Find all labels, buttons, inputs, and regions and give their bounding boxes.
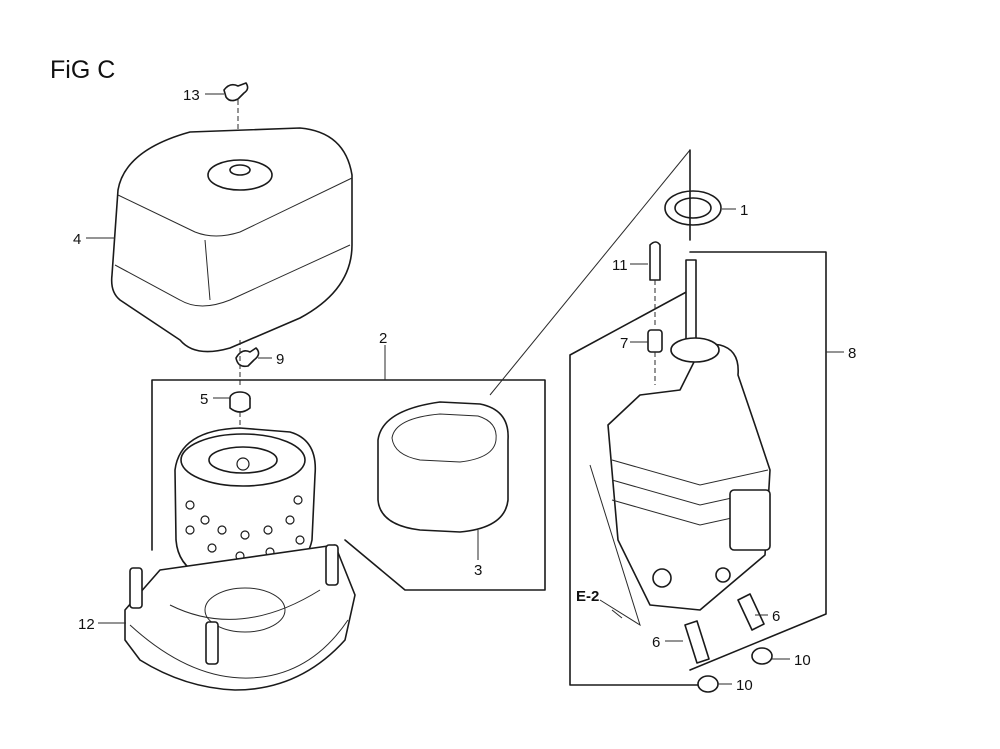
callout-10a: 10 (794, 652, 811, 669)
callout-2: 2 (379, 330, 387, 347)
callout-11: 11 (612, 257, 628, 274)
callout-10b: 10 (736, 677, 753, 694)
reference-e2: E-2 (576, 588, 599, 605)
nut-7 (647, 329, 663, 385)
stud-bolt-11 (649, 241, 661, 325)
callout-4: 4 (73, 231, 81, 248)
callout-6a: 6 (772, 608, 780, 625)
e2-reference-pointer (589, 464, 641, 627)
long-stud (685, 259, 697, 351)
callout-1: 1 (740, 202, 748, 219)
group-bracket-8 (569, 149, 827, 686)
air-cleaner-elbow (607, 337, 771, 611)
nut-10a (751, 647, 773, 665)
nut-10b (697, 675, 719, 693)
callout-5: 5 (200, 391, 208, 408)
callout-13: 13 (183, 87, 200, 104)
tube-6a (737, 593, 765, 631)
callout-6b: 6 (652, 634, 660, 651)
leader-lines (86, 93, 844, 685)
inner-filter-element (377, 149, 691, 533)
gasket-1 (664, 190, 722, 226)
air-cleaner-cover (110, 127, 353, 353)
callout-12: 12 (78, 616, 95, 633)
air-cleaner-base (124, 544, 356, 691)
callout-9: 9 (276, 351, 284, 368)
figure-title: FiG C (50, 56, 115, 84)
group-bracket-2 (151, 379, 546, 591)
wing-nut-9 (235, 340, 260, 385)
callout-7: 7 (620, 335, 628, 352)
callout-3: 3 (474, 562, 482, 579)
tube-6b (684, 620, 710, 664)
callout-8: 8 (848, 345, 856, 362)
outer-filter-element (174, 427, 317, 581)
